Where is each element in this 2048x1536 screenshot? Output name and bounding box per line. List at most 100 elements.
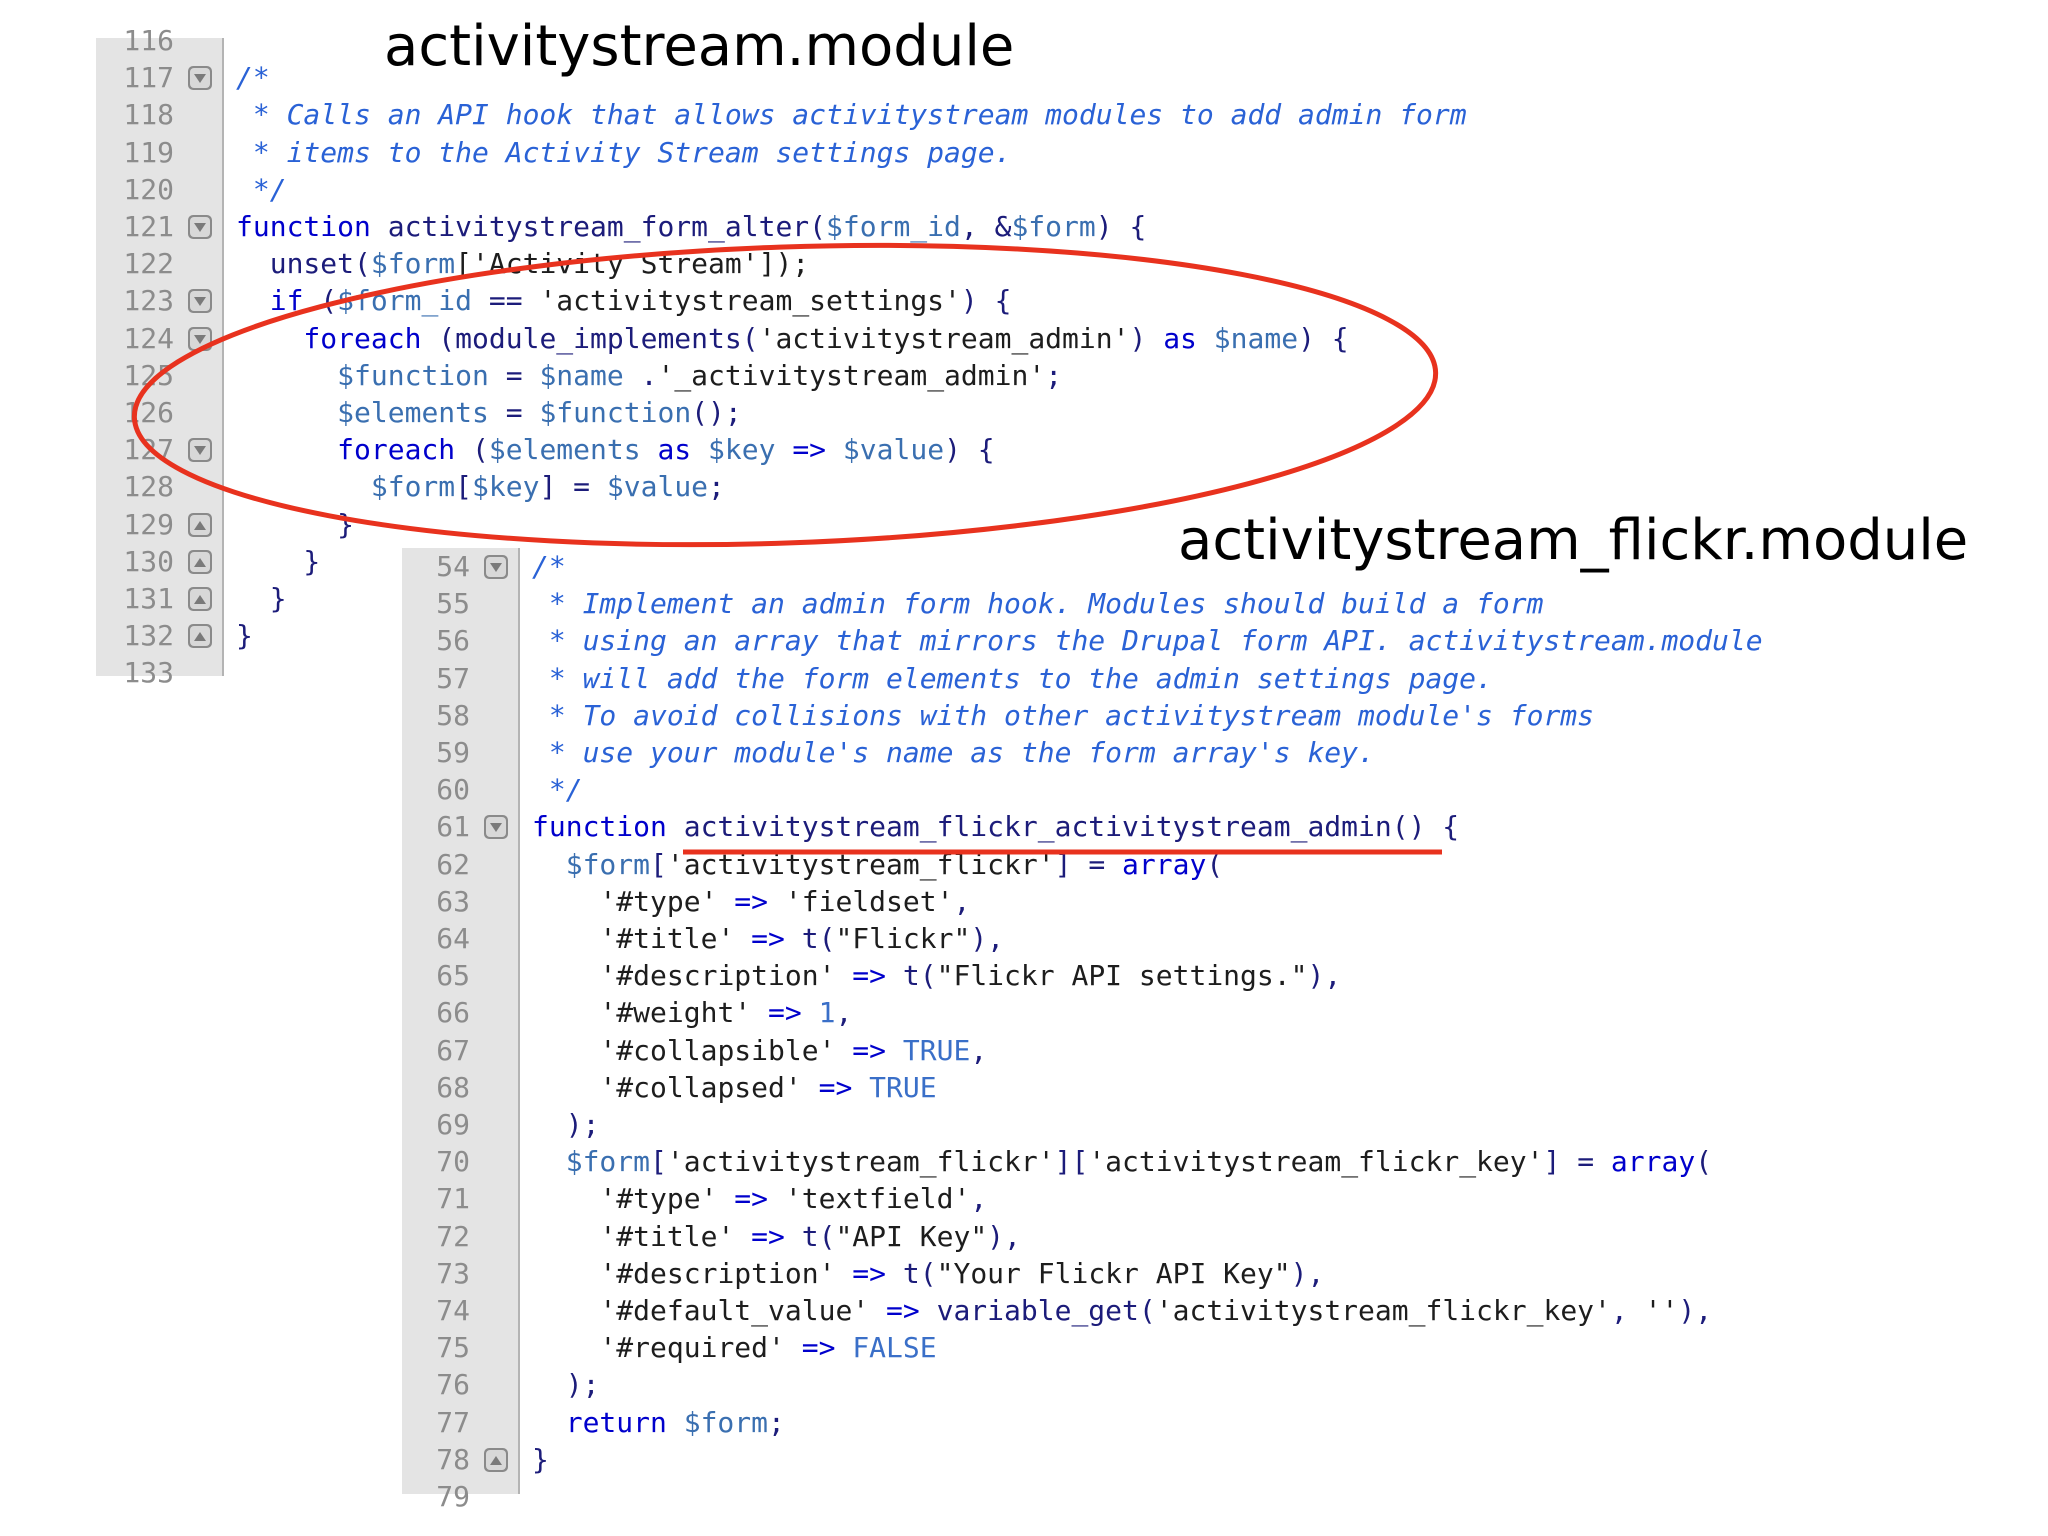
code-text: '#type' => 'fieldset', <box>532 883 970 920</box>
code-token: 'textfield' <box>784 1182 971 1216</box>
code-token: * using an array that mirrors the Drupal… <box>532 624 1763 658</box>
code-token: 'activitystream_flickr' <box>666 847 1055 881</box>
code-token: ) <box>1129 321 1164 355</box>
code-line: 59 * use your module's name as the form … <box>402 734 1802 771</box>
code-token: ( <box>472 433 489 467</box>
code-line: 118 * Calls an API hook that allows acti… <box>96 96 1516 133</box>
line-number: 127 <box>123 433 174 467</box>
code-line: 132} <box>96 617 1516 654</box>
line-number: 59 <box>436 736 470 769</box>
code-line: 125 $function = $name .'_activitystream_… <box>96 357 1516 394</box>
line-number: 65 <box>436 959 470 993</box>
code-token: array <box>1610 1145 1696 1179</box>
code-token: $form <box>565 1145 651 1179</box>
code-token: (); <box>691 396 742 429</box>
code-token: , <box>1610 1294 1645 1327</box>
fold-end-icon[interactable] <box>188 512 212 537</box>
code-line: 60 */ <box>402 771 1802 808</box>
code-line: 131 } <box>96 580 1516 617</box>
fold-collapse-icon[interactable] <box>188 326 212 351</box>
code-token: ) { <box>944 433 995 467</box>
code-token: [ <box>650 847 667 881</box>
code-token: $function <box>539 396 692 429</box>
code-token: => <box>801 1070 870 1104</box>
code-token: $function <box>337 358 489 392</box>
code-text: ); <box>532 1106 600 1143</box>
fold-collapse-icon[interactable] <box>188 215 212 239</box>
code-line: 133 <box>96 654 1516 691</box>
code-token: ][ <box>1054 1145 1089 1179</box>
fold-end-icon[interactable] <box>188 549 212 574</box>
code-pane-activitystream-flickr: 54/*55 * Implement an admin form hook. M… <box>402 548 1802 1513</box>
code-token: ) { <box>1095 210 1147 243</box>
fold-collapse-icon[interactable] <box>188 66 212 91</box>
code-token: '#type' <box>599 1182 718 1216</box>
code-token: $key <box>472 470 540 504</box>
code-token: 'activitystream_flickr_key' <box>1155 1294 1611 1327</box>
line-number: 122 <box>123 247 174 281</box>
code-line: 65 '#description' => t("Flickr API setti… <box>402 957 1802 994</box>
code-text: * using an array that mirrors the Drupal… <box>532 622 1763 659</box>
code-line: 127 foreach ($elements as $key => $value… <box>96 431 1516 468</box>
code-token <box>532 1331 599 1364</box>
line-number: 71 <box>436 1182 470 1216</box>
code-token: t( <box>801 922 836 955</box>
fold-collapse-icon[interactable] <box>484 815 508 840</box>
code-token: $value <box>842 433 945 467</box>
line-number: 61 <box>436 810 470 844</box>
line-number: 63 <box>436 884 470 918</box>
code-token: => <box>784 1331 853 1365</box>
code-token: "Your Flickr API Key" <box>936 1256 1291 1290</box>
code-token: ] = <box>539 470 607 504</box>
code-token: "Flickr API settings." <box>936 959 1308 993</box>
line-number: 121 <box>123 210 174 243</box>
fold-collapse-icon[interactable] <box>188 438 212 463</box>
code-line: 120 */ <box>96 171 1516 208</box>
code-text: /* <box>532 548 566 585</box>
code-text: '#weight' => 1, <box>532 994 852 1031</box>
line-number: 117 <box>123 61 174 95</box>
code-token: 'activitystream_admin' <box>758 321 1130 355</box>
fold-collapse-icon[interactable] <box>484 555 508 579</box>
code-token: '' <box>1644 1294 1679 1327</box>
code-token: (module_implements( <box>438 321 759 355</box>
code-text: /* <box>236 59 270 96</box>
code-token: ), <box>970 922 1005 955</box>
code-token: ( <box>1206 847 1224 881</box>
code-line: 71 '#type' => 'textfield', <box>402 1180 1802 1217</box>
fold-collapse-icon[interactable] <box>188 289 212 314</box>
code-token: "API Key" <box>835 1219 988 1253</box>
code-token: activitystream_flickr_activitystream_adm… <box>683 810 1460 844</box>
code-token: FALSE <box>852 1331 937 1365</box>
code-token: foreach <box>236 321 439 355</box>
code-text: * Calls an API hook that allows activity… <box>236 96 1467 133</box>
code-text: function activitystream_form_alter($form… <box>236 208 1146 245</box>
line-number: 60 <box>436 773 470 807</box>
code-token: => <box>835 1033 903 1067</box>
code-token: => <box>717 884 785 918</box>
fold-end-icon[interactable] <box>188 624 212 649</box>
code-token: . <box>623 358 658 392</box>
line-number: 70 <box>436 1145 470 1179</box>
line-number: 124 <box>123 321 174 355</box>
code-token: ) { <box>1298 321 1349 355</box>
fold-end-icon[interactable] <box>484 1447 508 1472</box>
code-token: TRUE <box>869 1070 937 1104</box>
line-number: 76 <box>436 1368 470 1402</box>
code-token: ), <box>1307 959 1342 993</box>
code-line: 67 '#collapsible' => TRUE, <box>402 1032 1802 1069</box>
code-token: } <box>236 544 321 578</box>
code-token: ), <box>987 1219 1021 1253</box>
line-number: 62 <box>436 847 470 881</box>
code-token: t( <box>801 1219 836 1253</box>
code-line: 55 * Implement an admin form hook. Modul… <box>402 585 1802 622</box>
code-token: $form <box>370 247 456 281</box>
code-text: $function = $name .'_activitystream_admi… <box>236 357 1062 394</box>
line-number: 128 <box>123 470 174 504</box>
code-text: foreach ($elements as $key => $value) { <box>236 431 995 468</box>
code-token: "Flickr" <box>835 922 971 955</box>
fold-end-icon[interactable] <box>188 587 212 611</box>
code-line: 124 foreach (module_implements('activity… <box>96 320 1516 357</box>
code-text: $elements = $function(); <box>236 394 742 431</box>
